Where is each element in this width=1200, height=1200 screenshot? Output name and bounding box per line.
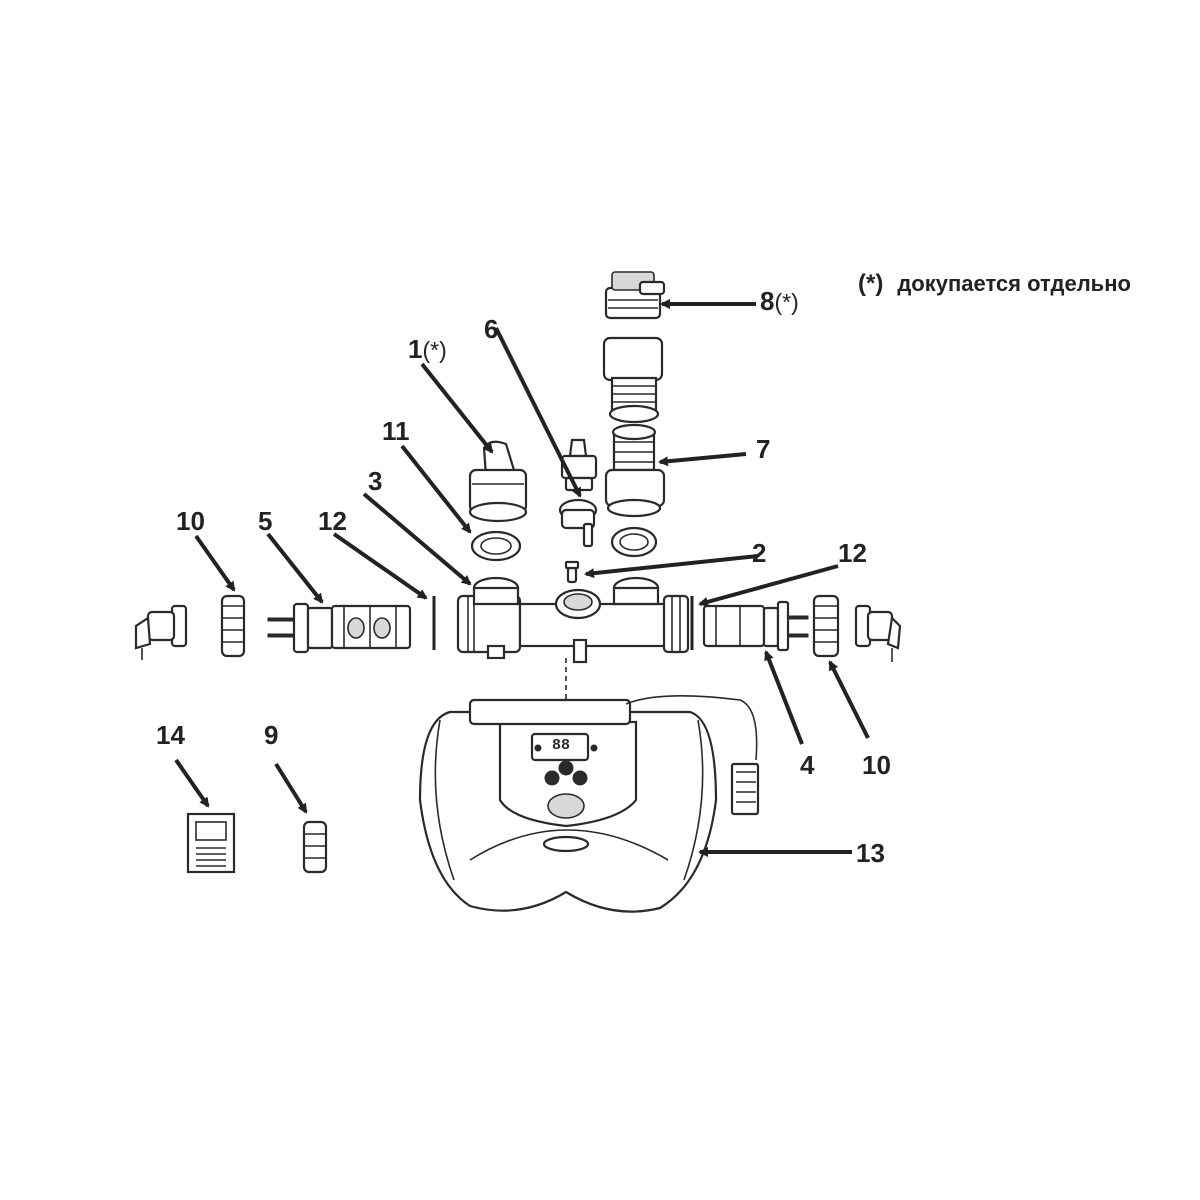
part-7-hose-lower xyxy=(604,423,666,518)
cable-plug-right xyxy=(854,604,902,662)
label-1: 1(*) xyxy=(408,336,447,362)
label-1-number: 1 xyxy=(408,334,423,364)
label-12-right: 12 xyxy=(838,538,867,568)
part-10-nut-right xyxy=(812,594,840,658)
part-2-screw xyxy=(564,560,580,584)
label-1-mark: (*) xyxy=(422,337,447,363)
label-12-left: 12 xyxy=(318,506,347,536)
part-13-control-unit xyxy=(418,695,760,913)
label-10-left: 10 xyxy=(176,506,205,536)
part-3-cell-body xyxy=(456,576,690,664)
label-8-mark: (*) xyxy=(774,289,799,315)
label-11: 11 xyxy=(382,416,410,446)
leader-arrows xyxy=(174,299,870,857)
label-14: 14 xyxy=(156,720,185,750)
label-7: 7 xyxy=(756,434,771,464)
part-5-electrode xyxy=(267,602,412,654)
part-14-manual xyxy=(186,812,236,874)
part-11-o-ring xyxy=(470,530,522,562)
label-10-right: 10 xyxy=(862,750,891,780)
label-2: 2 xyxy=(752,538,767,568)
part-7-hose-upper xyxy=(602,336,664,424)
label-9: 9 xyxy=(264,720,279,750)
footnote-separately-purchased: (*) докупается отдельно xyxy=(858,272,1131,296)
footnote-text: докупается отдельно xyxy=(897,271,1131,296)
cable-plug-left xyxy=(134,604,188,660)
footnote-mark: (*) xyxy=(858,270,884,297)
part-o-ring-right xyxy=(610,526,658,558)
part-8-hose-adapter xyxy=(604,271,666,320)
label-6: 6 xyxy=(484,314,499,344)
label-4: 4 xyxy=(800,750,815,780)
part-1-elbow xyxy=(468,440,528,523)
part-9-small-nut xyxy=(302,820,328,874)
label-13: 13 xyxy=(856,838,885,868)
label-5: 5 xyxy=(258,506,273,536)
label-8-number: 8 xyxy=(760,286,775,316)
part-10-nut-left xyxy=(220,594,246,658)
control-display-digits: 88 xyxy=(551,737,570,754)
part-4-electrode xyxy=(702,600,809,652)
label-8: 8(*) xyxy=(760,288,799,314)
label-3: 3 xyxy=(368,466,383,496)
